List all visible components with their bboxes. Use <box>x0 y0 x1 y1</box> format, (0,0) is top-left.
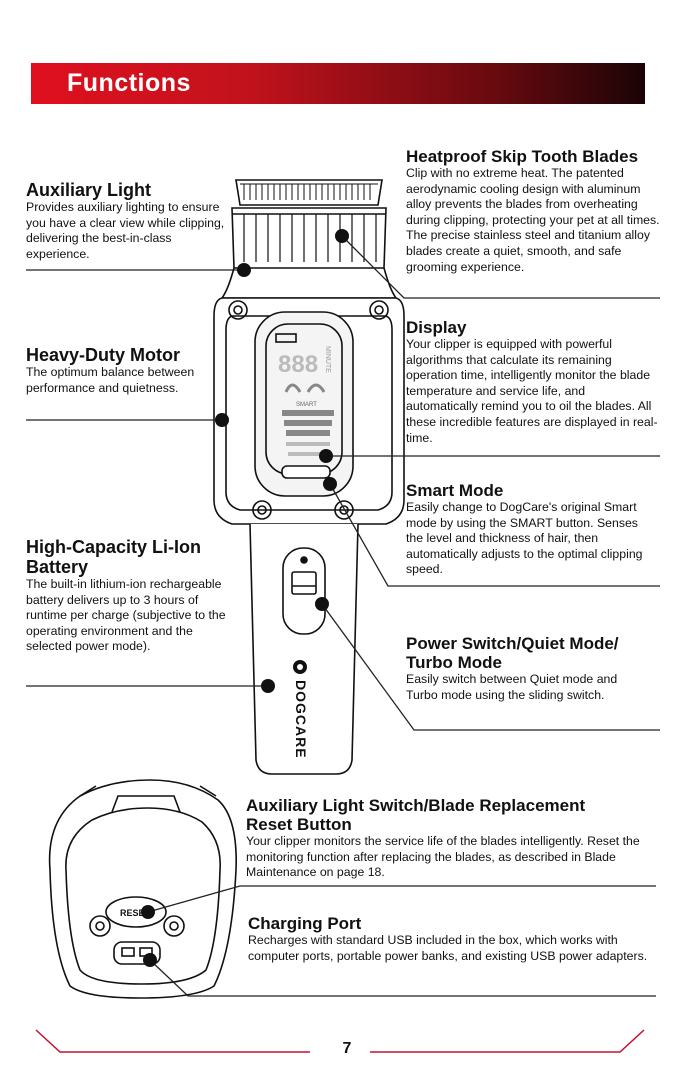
reset-button-desc: Your clipper monitors the service life o… <box>246 834 640 880</box>
display-title: Display <box>406 318 467 337</box>
charging-port-title: Charging Port <box>248 914 362 933</box>
clipper-body <box>213 297 405 525</box>
battery-section: High-Capacity Li-Ion Battery The built-i… <box>26 537 240 655</box>
auxiliary-light-section: Auxiliary Light Provides auxiliary light… <box>26 180 226 262</box>
leader-reset-button <box>147 885 656 913</box>
power-switch-section: Power Switch/Quiet Mode/ Turbo Mode Easi… <box>406 634 650 703</box>
battery-title-line2: Battery <box>26 557 89 577</box>
blades-title: Heatproof Skip Tooth Blades <box>406 147 639 166</box>
smart-mode-title: Smart Mode <box>406 481 504 500</box>
reset-label: RESET <box>120 908 151 918</box>
leader-charging-port <box>149 959 656 997</box>
clipper-handle <box>249 523 359 775</box>
power-switch-title-line2: Turbo Mode <box>406 653 502 672</box>
leader-power-switch <box>321 603 660 731</box>
battery-desc: The built-in lithium-ion rechargeable ba… <box>26 577 226 654</box>
leader-lines <box>26 235 660 997</box>
display-section: Display Your clipper is equipped with po… <box>406 318 658 446</box>
blades-desc: Clip with no extreme heat. The patented … <box>406 166 660 274</box>
motor-title: Heavy-Duty Motor <box>26 345 181 365</box>
display-desc: Your clipper is equipped with powerful a… <box>406 337 658 445</box>
battery-title-line1: High-Capacity Li-Ion <box>26 537 201 557</box>
clipper-base <box>48 779 237 999</box>
auxiliary-light-desc: Provides auxiliary lighting to ensure yo… <box>26 200 225 261</box>
display-unit: MINUTE <box>324 346 331 373</box>
reset-button-title-line2: Reset Button <box>246 815 352 834</box>
page-title: Functions <box>67 69 191 97</box>
leader-blades <box>341 235 660 299</box>
dogcare-logo-icon <box>293 660 307 674</box>
power-switch-desc: Easily switch between Quiet mode and Tur… <box>406 672 618 702</box>
auxiliary-light-title: Auxiliary Light <box>26 180 152 200</box>
brand-name: DOGCARE <box>293 680 309 759</box>
charging-port-desc: Recharges with standard USB included in … <box>248 933 648 963</box>
callout-dots <box>141 229 349 967</box>
blade-head <box>220 179 398 299</box>
charging-port-section: Charging Port Recharges with standard US… <box>248 914 660 964</box>
motor-section: Heavy-Duty Motor The optimum balance bet… <box>26 345 196 396</box>
reset-button-title-line1: Auxiliary Light Switch/Blade Replacement <box>246 796 586 815</box>
blades-section: Heatproof Skip Tooth Blades Clip with no… <box>406 147 662 275</box>
smart-mode-desc: Easily change to DogCare's original Smar… <box>406 500 643 577</box>
footer-line <box>35 1029 645 1053</box>
motor-desc: The optimum balance between performance … <box>26 365 195 395</box>
display-digits: 888 <box>278 351 318 378</box>
reset-button-section: Auxiliary Light Switch/Blade Replacement… <box>246 796 658 881</box>
smart-label: SMART <box>296 402 317 408</box>
smart-mode-section: Smart Mode Easily change to DogCare's or… <box>406 481 658 578</box>
page-number: 7 <box>342 1040 352 1057</box>
leader-smart-mode <box>329 483 660 587</box>
section-banner: Functions <box>31 63 645 104</box>
power-switch-title-line1: Power Switch/Quiet Mode/ <box>406 634 619 653</box>
